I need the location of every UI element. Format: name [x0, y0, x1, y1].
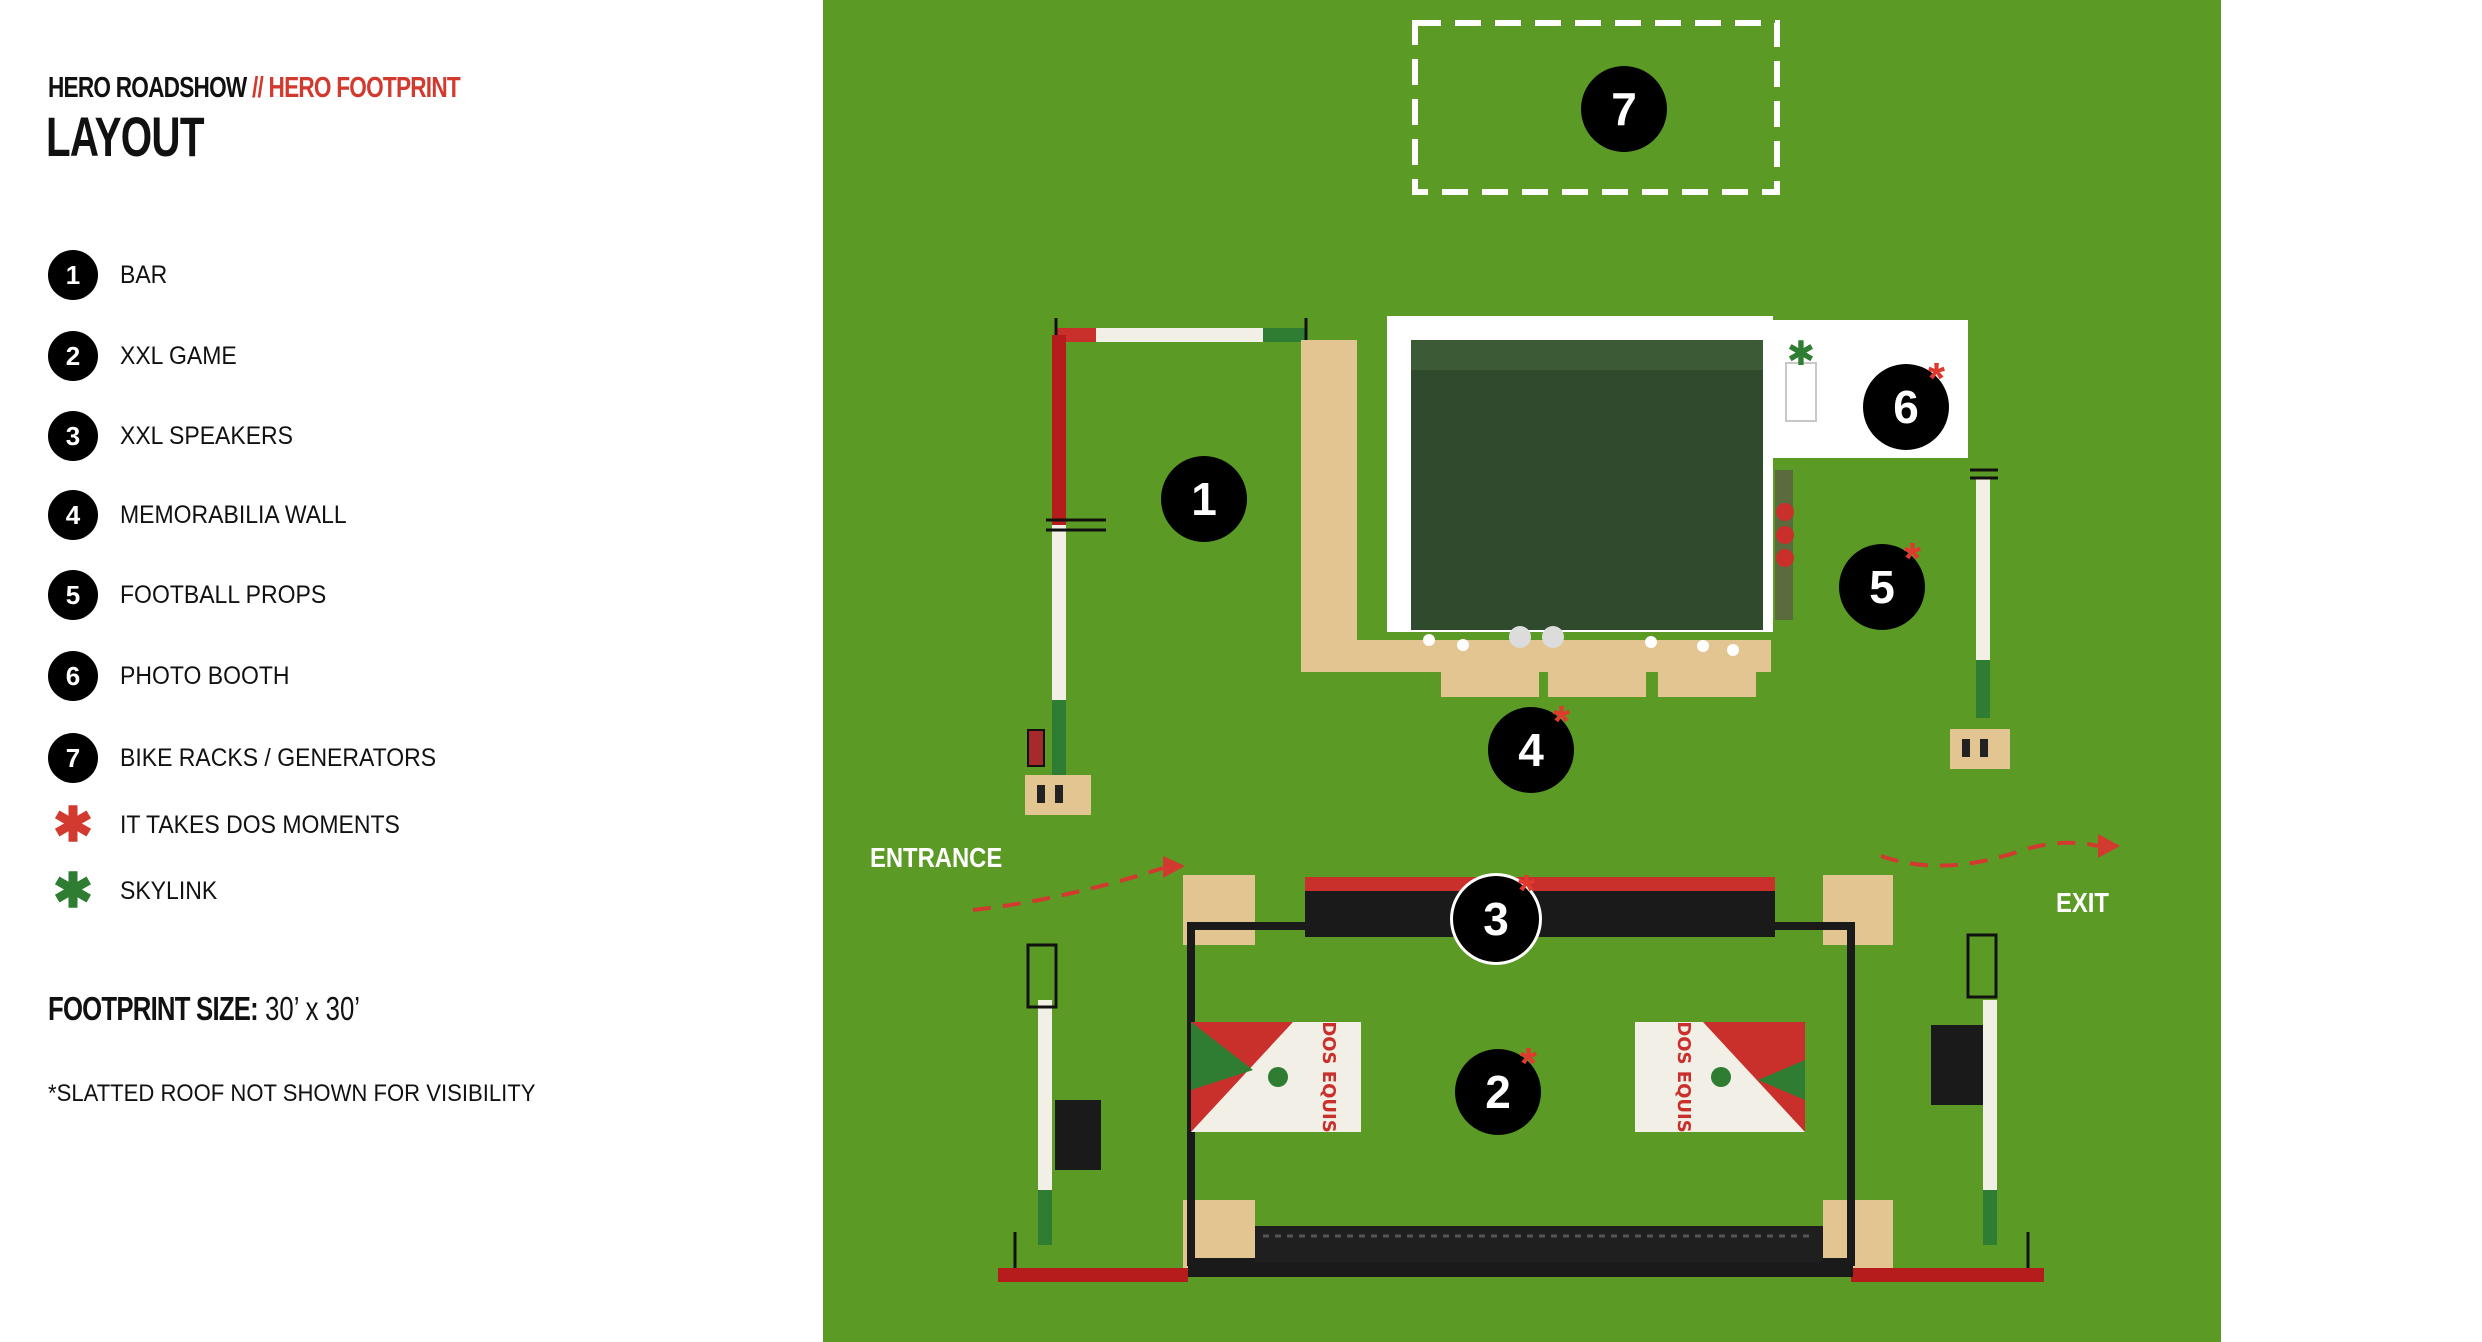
legend-number-badge: 5 [48, 570, 98, 620]
dos-moments-asterisk-icon: * [1519, 1039, 1537, 1088]
fence-left-red [1052, 335, 1066, 525]
header-subtitle: HERO FOOTPRINT [268, 72, 461, 104]
legend-label: IT TAKES DOS MOMENTS [120, 810, 400, 839]
legend-item-football-props: 5 FOOTBALL PROPS [48, 569, 344, 621]
legend-label: XXL GAME [120, 341, 237, 370]
marker-4: 4 * [1488, 697, 1574, 793]
marker-number: 6 [1893, 381, 1919, 433]
marker-2: 2 * [1455, 1039, 1541, 1135]
map-drawing: ✱ DOS [823, 0, 2221, 1342]
fence-right-banner-top [1976, 478, 1990, 718]
page-title: LAYOUT [46, 105, 204, 168]
skylink-marker-icon: ✱ [1787, 334, 1816, 374]
legend-number-badge: 6 [48, 651, 98, 701]
entrance-label: ENTRANCE [870, 842, 1003, 873]
dos-moments-asterisk-icon: * [1903, 534, 1921, 583]
marker-5: 5 * [1839, 534, 1925, 630]
legend-label: FOOTBALL PROPS [120, 580, 327, 609]
cornhole-board-left: DOS EQUIS [1191, 1021, 1361, 1133]
legend-number-badge: 3 [48, 411, 98, 461]
fence-lower-left [1038, 1000, 1052, 1245]
legend-item-xxl-game: 2 XXL GAME [48, 330, 247, 382]
legend-item-skylink: ✱ SKYLINK [48, 865, 226, 918]
marker-3: 3 * [1453, 866, 1539, 962]
fence-bottom-right [1851, 1268, 2044, 1282]
legend-label: XXL SPEAKERS [120, 421, 294, 450]
legend-label: BAR [120, 260, 168, 289]
frame-post-br [1823, 1200, 1893, 1268]
bench-rack [1255, 1226, 1823, 1262]
legend-label: BIKE RACKS / GENERATORS [120, 743, 437, 772]
cornhole-board-right: DOS EQUIS [1635, 1021, 1805, 1133]
legend-number-badge: 1 [48, 250, 98, 300]
brand-title: HERO ROADSHOW [48, 72, 247, 104]
dos-moments-asterisk-icon: * [1517, 866, 1535, 915]
layout-map: ✱ DOS [823, 0, 2221, 1342]
legend-number-badge: 2 [48, 331, 98, 381]
marker-number: 4 [1518, 724, 1544, 776]
marker-1: 1 [1161, 456, 1247, 542]
legend-item-photo-booth: 6 PHOTO BOOTH [48, 650, 304, 702]
marker-number: 7 [1611, 83, 1637, 135]
visibility-note: *SLATTED ROOF NOT SHOWN FOR VISIBILITY [48, 1080, 536, 1107]
entrance-arrow [972, 866, 1164, 912]
red-asterisk-icon: ✱ [52, 799, 94, 852]
marker-6: 6 * [1863, 354, 1949, 450]
fence-lower-right [1983, 1000, 1997, 1245]
exit-label: EXIT [2056, 887, 2109, 918]
legend-item-memorabilia-wall: 4 MEMORABILIA WALL [48, 489, 366, 541]
marker-number: 1 [1191, 473, 1217, 525]
marker-number: 5 [1869, 561, 1895, 613]
marker-number: 2 [1485, 1066, 1511, 1118]
legend-label: PHOTO BOOTH [120, 661, 290, 690]
footprint-size: FOOTPRINT SIZE: 30’ x 30’ [48, 990, 360, 1028]
legend-number-badge: 7 [48, 733, 98, 783]
header-separator: // [251, 72, 264, 104]
footprint-label: FOOTPRINT SIZE: [48, 990, 259, 1027]
legend-label: MEMORABILIA WALL [120, 500, 347, 529]
legend-item-xxl-speakers: 3 XXL SPEAKERS [48, 410, 308, 462]
dos-moments-asterisk-icon: * [1927, 354, 1945, 403]
exit-arrow [1880, 840, 2099, 868]
legend-number-badge: 4 [48, 490, 98, 540]
board-text-right: DOS EQUIS [1673, 1021, 1694, 1132]
legend-label: SKYLINK [120, 876, 218, 905]
frame-post-tr [1823, 875, 1893, 945]
marker-number: 3 [1483, 893, 1509, 945]
legend-item-bike-racks: 7 BIKE RACKS / GENERATORS [48, 732, 464, 784]
marker-7: 7 [1581, 66, 1667, 152]
green-asterisk-icon: ✱ [52, 865, 94, 918]
football-props-rack [1775, 470, 1793, 620]
fence-bottom-left [998, 1268, 1188, 1282]
dos-moments-asterisk-icon: * [1552, 697, 1570, 746]
bike-rack-zone [1412, 20, 1780, 195]
footprint-value: 30’ x 30’ [265, 990, 361, 1027]
legend-item-dos-moments: ✱ IT TAKES DOS MOMENTS [48, 799, 424, 852]
header-line: HERO ROADSHOW // HERO FOOTPRINT [48, 72, 461, 105]
legend-item-bar: 1 BAR [48, 249, 171, 301]
fence-banner-top [1056, 328, 1306, 342]
board-text-left: DOS EQUIS [1318, 1021, 1339, 1132]
bar-counter-side [1301, 340, 1357, 670]
